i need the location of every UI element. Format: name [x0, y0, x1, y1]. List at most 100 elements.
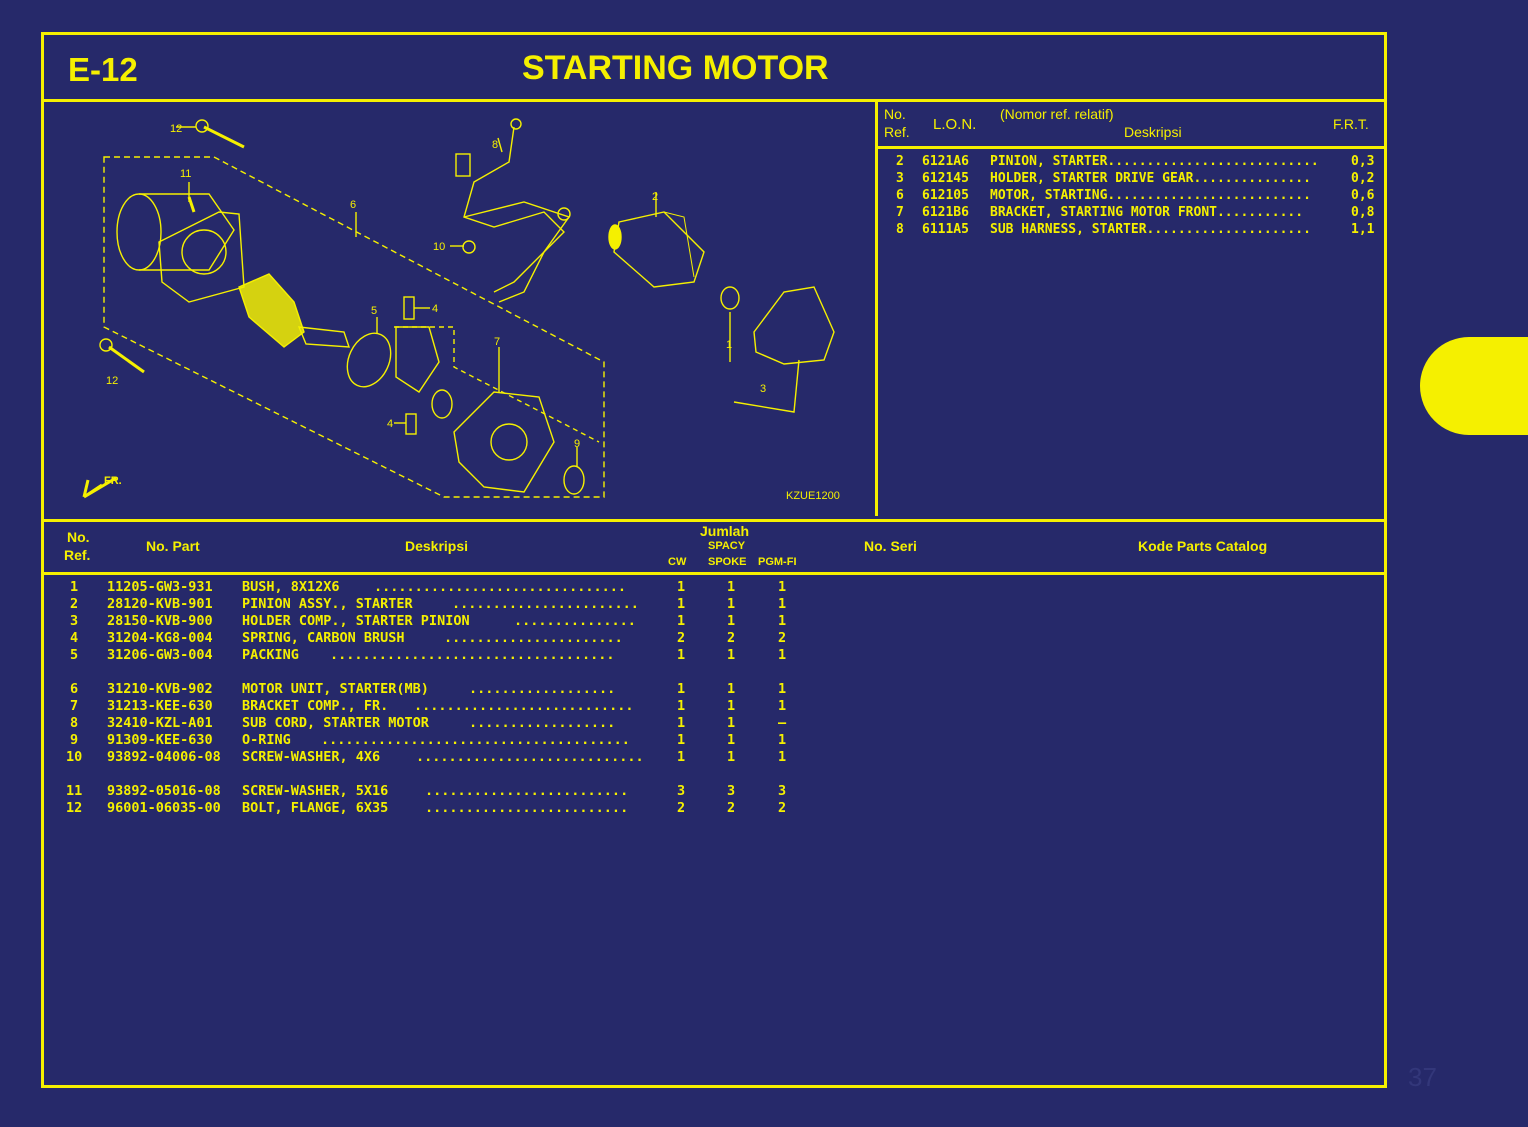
header-catalog: Kode Parts Catalog: [1138, 538, 1268, 554]
armature: [238, 273, 305, 348]
part-dots: .......................: [452, 596, 639, 612]
qty-pgmfi: 3: [778, 783, 787, 799]
svg-text:5: 5: [371, 305, 377, 317]
part-number: 31210-KVB-902: [107, 681, 213, 697]
motor-housing-body: [139, 193, 235, 271]
bolt-bottom: [108, 345, 145, 374]
qty-pgmfi: 2: [778, 800, 787, 816]
svg-text:8: 8: [492, 139, 498, 151]
part-ref: 1: [70, 579, 79, 595]
part-row: 11 93892-05016-08 SCREW-WASHER, 5X16 ...…: [44, 783, 1384, 800]
qty-pgmfi: 1: [778, 613, 787, 629]
svg-text:1: 1: [726, 339, 732, 351]
part-dots: ......................: [444, 630, 623, 646]
lon-code: 6121A6: [922, 154, 969, 169]
lon-ref: 8: [896, 222, 904, 237]
qty-cw: 1: [677, 698, 686, 714]
lon-ref: 7: [896, 205, 904, 220]
lon-table-header: No. Ref. L.O.N. (Nomor ref. relatif) Des…: [878, 102, 1384, 149]
qty-cw: 2: [677, 800, 686, 816]
part-ref: 2: [70, 596, 79, 612]
part-row: 7 31213-KEE-630 BRACKET COMP., FR. .....…: [44, 698, 1384, 715]
diagram-code: KZUE1200: [786, 490, 840, 502]
lon-row: 7 6121B6 BRACKET, STARTING MOTOR FRONT..…: [878, 205, 1384, 222]
lon-desc: BRACKET, STARTING MOTOR FRONT...........: [990, 205, 1304, 220]
svg-text:4: 4: [387, 418, 393, 430]
part-desc: HOLDER COMP., STARTER PINION: [242, 613, 470, 629]
qty-cw: 1: [677, 596, 686, 612]
header-spoke: SPOKE: [708, 556, 747, 568]
part-row: 8 32410-KZL-A01 SUB CORD, STARTER MOTOR …: [44, 715, 1384, 732]
part-row: 4 31204-KG8-004 SPRING, CARBON BRUSH ...…: [44, 630, 1384, 647]
lon-header-note: (Nomor ref. relatif): [1000, 106, 1114, 122]
brush-holder: [395, 326, 440, 393]
part-number: 31204-KG8-004: [107, 630, 213, 646]
part-number: 91309-KEE-630: [107, 732, 213, 748]
qty-spoke: 2: [727, 630, 736, 646]
lon-row: 6 612105 MOTOR, STARTING................…: [878, 188, 1384, 205]
qty-cw: 1: [677, 715, 686, 731]
header-qty: Jumlah: [700, 523, 750, 539]
lon-code: 612145: [922, 171, 969, 186]
part-number: 31213-KEE-630: [107, 698, 213, 714]
part-desc: PACKING: [242, 647, 299, 663]
front-bracket: [453, 391, 555, 493]
bolt-bottom-head: [99, 338, 113, 352]
front-arrow: [82, 476, 117, 499]
bearing: [431, 389, 453, 419]
lon-header-ref: Ref.: [884, 124, 910, 140]
svg-text:3: 3: [760, 383, 766, 395]
parts-table-header: No. Ref. No. Part Deskripsi Jumlah SPACY…: [44, 519, 1384, 575]
part-ref: 8: [70, 715, 79, 731]
part-dots: ...................................: [330, 647, 615, 663]
spring-top: [403, 296, 415, 320]
lon-code: 6121B6: [922, 205, 969, 220]
qty-cw: 1: [677, 749, 686, 765]
part-dots: ......................................: [321, 732, 630, 748]
part-desc: BOLT, FLANGE, 6X35: [242, 800, 389, 816]
qty-cw: 1: [677, 613, 686, 629]
part-ref: 12: [66, 800, 83, 816]
part-number: 96001-06035-00: [107, 800, 221, 816]
part-ref: 10: [66, 749, 83, 765]
qty-spoke: 1: [727, 681, 736, 697]
qty-spoke: 3: [727, 783, 736, 799]
flange-bore: [181, 229, 227, 275]
harness-ring: [557, 207, 571, 221]
part-ref: 3: [70, 613, 79, 629]
part-number: 28150-KVB-900: [107, 613, 213, 629]
header-spacy: SPACY: [708, 540, 746, 552]
exploded-diagram: 12 11 6 8 2 10 5 4 7 1 3 12 4 9 FR. KZUE…: [44, 102, 878, 516]
lon-ref: 2: [896, 154, 904, 169]
qty-spoke: 1: [727, 749, 736, 765]
bracket-outline: [394, 326, 600, 443]
part-dots: ..................: [469, 715, 616, 731]
bracket-bore: [490, 423, 528, 461]
lon-code: 612105: [922, 188, 969, 203]
qty-pgmfi: 1: [778, 749, 787, 765]
holder-ring: [720, 286, 740, 310]
part-desc: SCREW-WASHER, 5X16: [242, 783, 389, 799]
svg-text:11: 11: [180, 168, 191, 180]
part-dots: ...........................: [414, 698, 634, 714]
qty-spoke: 1: [727, 613, 736, 629]
motor-housing-end: [116, 193, 162, 271]
part-dots: ..................: [469, 681, 616, 697]
part-dots: .........................: [425, 800, 629, 816]
screw-washer: [187, 196, 196, 213]
pinion-gear: [608, 224, 622, 250]
part-number: 31206-GW3-004: [107, 647, 213, 663]
qty-pgmfi: 1: [778, 681, 787, 697]
header-part-no: No. Part: [146, 538, 200, 554]
qty-spoke: 2: [727, 800, 736, 816]
part-row: 6 31210-KVB-902 MOTOR UNIT, STARTER(MB) …: [44, 681, 1384, 698]
part-row: 1 11205-GW3-931 BUSH, 8X12X6 ...........…: [44, 579, 1384, 596]
starter-motor-illustration: 12 11 6 8 2 10 5 4 7 1 3 12 4 9 FR. KZUE…: [82, 118, 840, 502]
leader-8: [497, 137, 503, 153]
header-desc: Deskripsi: [405, 538, 469, 554]
harness-terminal: [510, 118, 522, 130]
qty-spoke: 1: [727, 647, 736, 663]
header-pgmfi: PGM-FI: [758, 556, 797, 568]
lon-desc: MOTOR, STARTING.........................…: [990, 188, 1311, 203]
lon-frt: 0,2: [1351, 171, 1375, 186]
